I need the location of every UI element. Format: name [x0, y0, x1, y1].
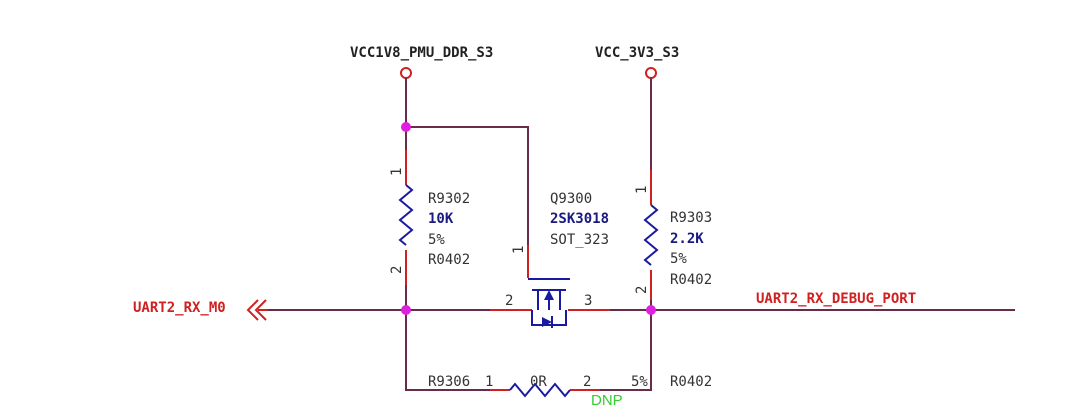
- label-r9306-pin1: 1: [485, 374, 493, 390]
- resistor-r9302: 1 2 R9302 10K 5% R0402: [389, 150, 470, 285]
- arrow-icon: [544, 290, 554, 300]
- label-r9303-pin1: 1: [634, 186, 650, 194]
- label-r9303-tol: 5%: [670, 251, 687, 267]
- resistor-r9303: 1 2 R9303 2.2K 5% R0402: [634, 170, 712, 300]
- label-r9306-pkg: R0402: [670, 374, 712, 390]
- power-port-icon: [645, 67, 657, 79]
- label-r9302-tol: 5%: [428, 232, 445, 248]
- net-label-vcc3v3: VCC_3V3_S3: [595, 45, 679, 61]
- body-diode-icon: [542, 317, 552, 327]
- label-q9300-pin_drain: 3: [584, 293, 592, 309]
- label-r9303-ref: R9303: [670, 210, 712, 226]
- label-r9306-ref: R9306: [428, 374, 470, 390]
- power-vcc3v3: VCC_3V3_S3: [595, 45, 679, 79]
- offpage-connector-icon: [246, 299, 267, 321]
- label-r9302-pin1: 1: [389, 168, 405, 176]
- label-r9302-value: 10K: [428, 211, 454, 227]
- junctions: [401, 122, 656, 315]
- label-r9303-pkg: R0402: [670, 272, 712, 288]
- label-r9302-pin2: 2: [389, 266, 405, 274]
- label-q9300-part: 2SK3018: [550, 211, 609, 227]
- mosfet-q9300: Q9300 2SK3018 SOT_323 1 2 3: [490, 191, 610, 328]
- label-r9303-value: 2.2K: [670, 231, 704, 247]
- label-r9303-pin2: 2: [634, 286, 650, 294]
- junction-dot: [401, 122, 411, 132]
- power-vcc1v8: VCC1V8_PMU_DDR_S3: [350, 45, 493, 79]
- label-q9300-ref: Q9300: [550, 191, 592, 207]
- net-label-vcc1v8: VCC1V8_PMU_DDR_S3: [350, 45, 493, 61]
- resistor-r9306: R9306 1 0R 2 5% R0402 DNP: [428, 374, 712, 408]
- label-q9300-pkg: SOT_323: [550, 232, 609, 248]
- signal-left: UART2_RX_M0: [133, 299, 268, 321]
- power-port-icon: [400, 67, 412, 79]
- junction-dot: [401, 305, 411, 315]
- label-r9306-pin2: 2: [583, 374, 591, 390]
- dnp-label: DNP: [591, 392, 623, 408]
- label-q9300-pin_gate: 1: [511, 246, 527, 254]
- signal-right: UART2_RX_DEBUG_PORT: [756, 291, 916, 307]
- label-r9306-value: 0R: [530, 374, 547, 390]
- label-r9302-ref: R9302: [428, 191, 470, 207]
- junction-dot: [646, 305, 656, 315]
- wires: [268, 78, 1015, 391]
- label-signals-left: UART2_RX_M0: [133, 300, 226, 316]
- label-r9302-pkg: R0402: [428, 252, 470, 268]
- label-r9306-tol: 5%: [631, 374, 648, 390]
- label-q9300-pin_src: 2: [505, 293, 513, 309]
